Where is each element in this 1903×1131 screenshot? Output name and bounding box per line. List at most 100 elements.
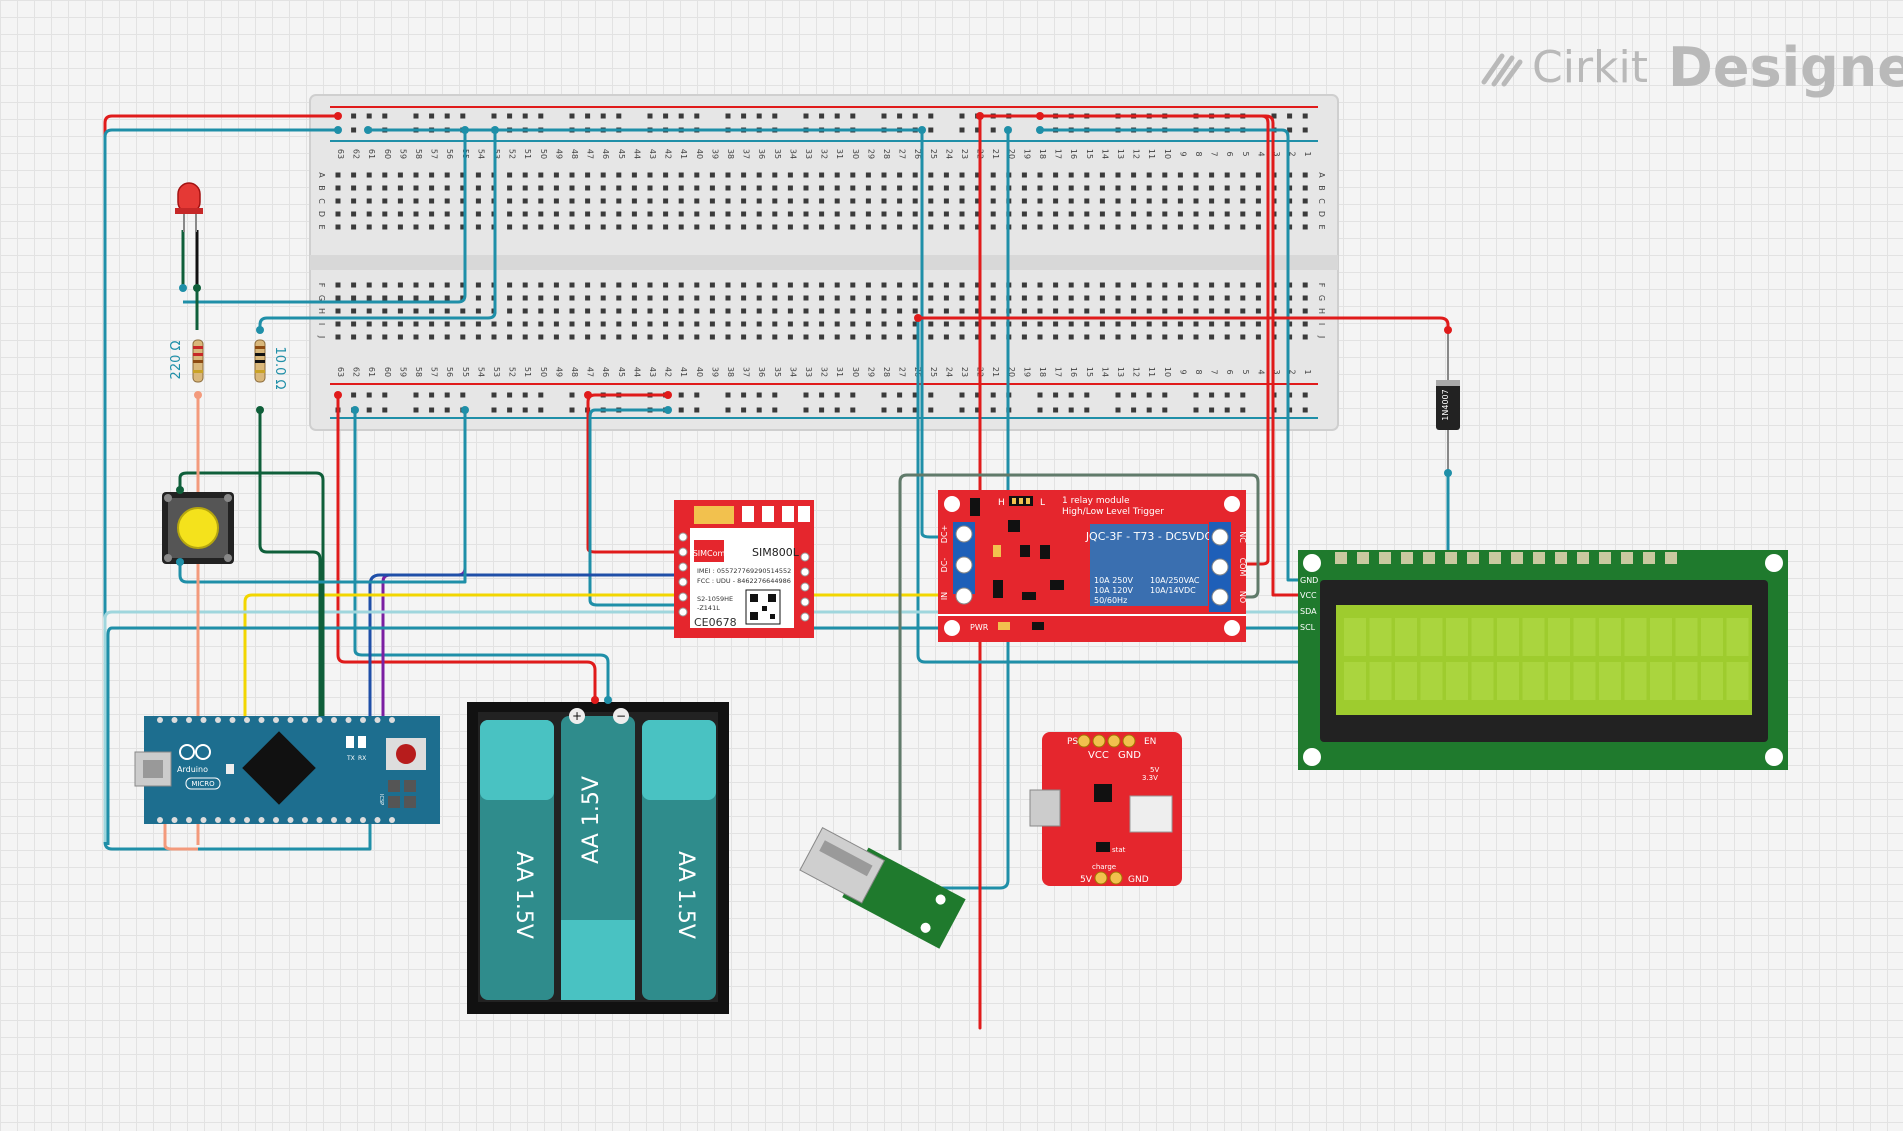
wire-teal-sim-gnd[interactable] xyxy=(588,408,680,607)
diode-1n4007[interactable]: 1N4007 xyxy=(1436,330,1460,473)
wire-red-relay-com[interactable] xyxy=(1040,114,1270,566)
usb-a-breakout[interactable] xyxy=(798,824,966,949)
battery-cell-2-label: AA 1.5V xyxy=(579,776,604,864)
charger-charge: charge xyxy=(1092,863,1116,871)
lcd-character-cells xyxy=(1344,618,1749,700)
wire-teal-scl[interactable] xyxy=(106,626,1298,845)
breadboard-column-number: 24 xyxy=(944,367,953,377)
charger-5v-bottom: 5V xyxy=(1080,875,1093,885)
logo-brand: Cirkit xyxy=(1532,42,1648,93)
charger-stat: stat xyxy=(1112,846,1126,854)
breadboard-column-number: 44 xyxy=(632,367,641,377)
wire-teal-resistor2[interactable] xyxy=(258,130,497,330)
breadboard-column-number: 57 xyxy=(430,367,439,377)
breadboard-column-number: 36 xyxy=(757,367,766,377)
relay-spec-5: 10A/14VDC xyxy=(1150,586,1196,595)
breadboard-column-number: 48 xyxy=(570,367,579,377)
wire-teal-lcd-gnd[interactable] xyxy=(1040,128,1298,582)
breadboard-column-number: 36 xyxy=(757,149,766,159)
breadboard-column-number: 18 xyxy=(1038,367,1047,377)
wire-purple[interactable] xyxy=(381,410,467,718)
breadboard-column-number: 19 xyxy=(1022,149,1031,159)
breadboard-column-number: 3 xyxy=(1272,151,1281,156)
breadboard-column-number: 61 xyxy=(367,367,376,377)
breadboard-column-number: 32 xyxy=(820,149,829,159)
breadboard-column-number: 14 xyxy=(1100,149,1109,159)
battery-pack[interactable]: AA 1.5V AA 1.5V AA 1.5V + − xyxy=(467,702,729,1014)
wire-teal-button-gnd[interactable] xyxy=(178,410,467,584)
breadboard-column-number: 11 xyxy=(1147,149,1156,159)
wire-endpoints xyxy=(176,112,1452,704)
breadboard-column-number: 57 xyxy=(430,149,439,159)
breadboard-column-number: 2 xyxy=(1288,151,1297,156)
wire-red-top-left[interactable] xyxy=(103,114,338,260)
breadboard-row-letter: H xyxy=(1317,308,1326,314)
breadboard-column-number: 29 xyxy=(866,367,875,377)
wire-darkgreen-resistor2[interactable] xyxy=(258,410,322,718)
wire-teal-relay-dcm[interactable] xyxy=(368,128,948,539)
breadboard-column-number: 23 xyxy=(960,367,969,377)
wire-red-battery-plus[interactable] xyxy=(336,395,597,700)
arduino-rx: RX xyxy=(358,755,366,762)
charger-en: EN xyxy=(1144,737,1156,747)
breadboard-column-number: 45 xyxy=(617,149,626,159)
charger-gnd-bottom: GND xyxy=(1128,875,1149,885)
relay-pin-dc-plus: DC+ xyxy=(940,525,949,543)
charger-ps: PS xyxy=(1067,737,1078,747)
wire-red-sim-vcc[interactable] xyxy=(586,393,680,554)
breadboard-column-number: 7 xyxy=(1210,151,1219,156)
wire-darkgreen-button[interactable] xyxy=(178,471,325,718)
relay-module[interactable]: H L 1 relay module High/Low Level Trigge… xyxy=(938,490,1247,642)
breadboard-column-number: 16 xyxy=(1069,149,1078,159)
relay-l-label: L xyxy=(1040,498,1045,508)
breadboard-column-number: 39 xyxy=(710,367,719,377)
relay-pin-in: IN xyxy=(940,592,949,600)
wire-gray-usb-relay[interactable] xyxy=(898,473,1260,850)
sim800l-module[interactable]: SIMCom SIM800L IMEI : 055727769290514552… xyxy=(674,500,814,638)
breadboard-column-number: 20 xyxy=(1007,149,1016,159)
wire-yellow-relay-in[interactable] xyxy=(243,593,962,725)
breadboard-column-number: 30 xyxy=(851,149,860,159)
wire-teal-led[interactable] xyxy=(183,130,467,304)
wire-lightblue-sda[interactable] xyxy=(103,610,1298,842)
red-led[interactable] xyxy=(175,182,203,232)
breadboard-column-number: 58 xyxy=(414,367,423,377)
breadboard-column-number: 13 xyxy=(1116,367,1125,377)
lcd-display[interactable]: GND VCC SDA SCL xyxy=(1298,550,1788,770)
lipo-charger[interactable]: PS EN VCC GND 5V 3.3V stat charge 5V GND xyxy=(1029,732,1182,886)
breadboard-column-number: 41 xyxy=(679,149,688,159)
sim-imei: IMEI : 055727769290514552 xyxy=(697,567,791,575)
breadboard-column-number: 27 xyxy=(898,149,907,159)
resistor-220[interactable]: 220 Ω xyxy=(169,339,204,383)
breadboard-column-number: 31 xyxy=(835,367,844,377)
resistor-10[interactable]: 10.0 Ω xyxy=(254,339,287,390)
push-button[interactable] xyxy=(162,492,234,564)
arduino-tx: TX xyxy=(346,755,355,762)
breadboard-column-number: 42 xyxy=(664,149,673,159)
breadboard-column-number: 62 xyxy=(352,149,361,159)
wire-salmon-loop[interactable] xyxy=(163,820,198,851)
relay-spec-3: 50/60Hz xyxy=(1094,596,1127,605)
breadboard-column-number: 42 xyxy=(664,367,673,377)
wire-blue[interactable] xyxy=(368,573,680,718)
relay-model: JQC-3F - T73 - DC5VDC xyxy=(1085,530,1213,543)
wire-teal-battery-minus[interactable] xyxy=(353,410,610,700)
wire-red-diode[interactable] xyxy=(918,316,1450,330)
breadboard-column-number: 28 xyxy=(882,149,891,159)
breadboard-column-number: 33 xyxy=(804,149,813,159)
relay-spec-1: 10A 250V xyxy=(1094,576,1133,585)
breadboard-column-number: 10 xyxy=(1163,367,1172,377)
wire-teal-usb[interactable] xyxy=(928,130,1010,890)
breadboard-column-number: 59 xyxy=(398,367,407,377)
breadboard-row-letter: C xyxy=(317,198,326,204)
breadboard-column-number: 17 xyxy=(1054,367,1063,377)
breadboard-column-number: 51 xyxy=(523,367,532,377)
battery-minus: − xyxy=(616,709,626,723)
arduino-brand: Arduino xyxy=(177,765,208,774)
arduino-icsp: ICSP xyxy=(378,794,384,805)
arduino-micro[interactable]: Arduino MICRO TX RX ICSP xyxy=(134,716,440,824)
relay-pin-no: NO xyxy=(1238,591,1247,603)
arduino-pin-headers xyxy=(157,717,395,823)
